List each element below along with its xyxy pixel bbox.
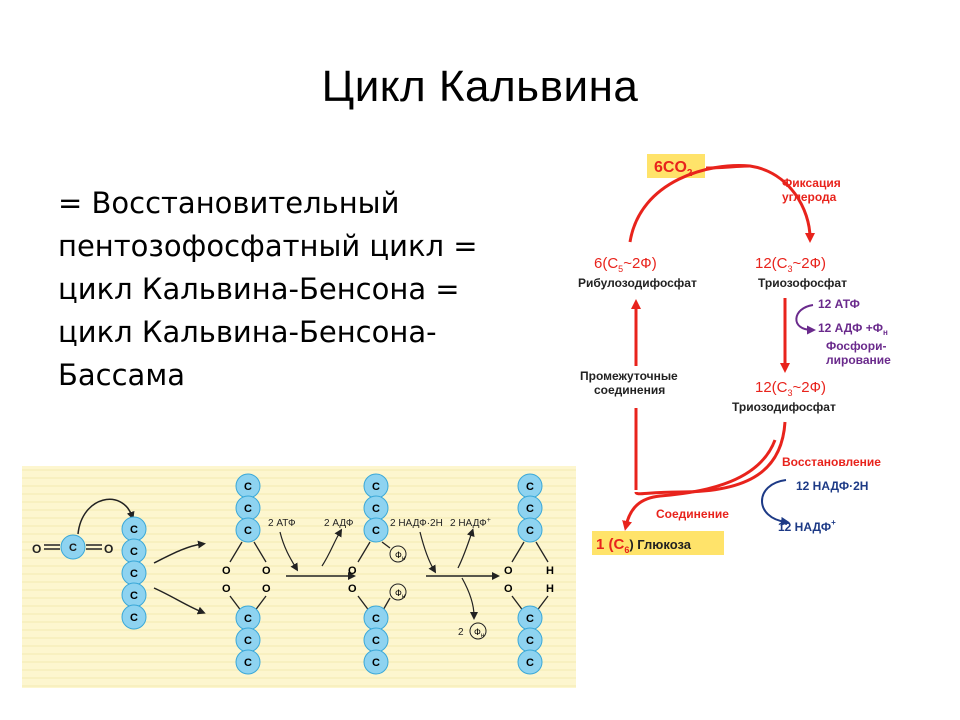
nadp-label: 2 НАДФ+ [450, 517, 491, 529]
nadph-label: 2 НАДФ·2Н [390, 518, 443, 529]
svg-text:С: С [372, 657, 380, 669]
reduction-arc [634, 421, 787, 496]
nadph-arrow [419, 531, 437, 574]
fixation-label: Фиксация [782, 176, 841, 190]
svg-text:О: О [222, 583, 231, 595]
released-phosphate-icon: Фн [474, 627, 484, 639]
svg-text:С: С [526, 657, 534, 669]
triose-diphosphate-name: Триозодифосфат [732, 400, 836, 414]
svg-text:С: С [372, 635, 380, 647]
split-arrow-up [153, 540, 206, 564]
svg-text:С: С [130, 612, 138, 624]
synonym-line: = Восстановительный [58, 186, 400, 220]
ribulose-formula: 6(С5~2Ф) [594, 255, 657, 274]
nadp-arrow [457, 528, 475, 569]
bpg-upper: С С С О Фн [348, 473, 407, 577]
svg-text:С: С [130, 568, 138, 580]
phosphate-icon: Фн [395, 588, 405, 600]
glucose-box [592, 531, 724, 555]
pga-upper: С С С О О [222, 473, 271, 577]
adp-label: 2 АДФ [324, 518, 354, 529]
svg-text:С: С [244, 613, 252, 625]
svg-text:С: С [130, 524, 138, 536]
svg-text:О: О [348, 583, 357, 595]
adp-label: 12 АДФ +Фн [818, 321, 888, 337]
carbon-fixation-molecules: О С О С С С С С С С С О О О О [22, 466, 576, 688]
svg-text:С: С [526, 481, 534, 493]
svg-text:С: С [130, 590, 138, 602]
svg-text:С: С [244, 657, 252, 669]
nadph-loop-arrow [761, 479, 790, 526]
glucose-label: 1 (С6) Глюкоза [596, 536, 692, 555]
synonyms-text: = Восстановительный пентозофосфатный цик… [58, 182, 558, 397]
svg-text:С: С [130, 546, 138, 558]
svg-text:С: С [526, 613, 534, 625]
fixation-label-2: углерода [782, 190, 837, 204]
oxygen-atom: О [32, 542, 41, 556]
ribulose-chain: С С С С С [121, 516, 147, 630]
triose-name: Триозофосфат [758, 276, 847, 290]
phosphate-count: 2 [458, 627, 464, 638]
svg-text:О: О [262, 565, 271, 577]
co2-join-arrow [705, 164, 751, 170]
svg-text:С: С [372, 525, 380, 537]
svg-text:С: С [372, 503, 380, 515]
atp-label: 12 АТФ [818, 297, 860, 311]
svg-text:О: О [504, 583, 513, 595]
svg-text:С: С [244, 525, 252, 537]
intermediates-label: Промежуточные [580, 369, 678, 383]
svg-text:С: С [69, 542, 77, 554]
synonym-line: цикл Кальвина-Бенсона- [58, 315, 437, 349]
synonym-line: цикл Кальвина-Бенсона = [58, 272, 460, 306]
svg-text:С: С [372, 481, 380, 493]
svg-text:О: О [222, 565, 231, 577]
atp-loop-arrow [795, 304, 816, 335]
fixation-arrow [77, 498, 135, 535]
svg-text:Н: Н [546, 565, 554, 577]
svg-text:С: С [526, 635, 534, 647]
phosphate-release-arrow [461, 577, 478, 620]
svg-text:О: О [504, 565, 513, 577]
atp-arrow [279, 531, 299, 572]
carbon-atom: С [60, 534, 86, 560]
glucose-arrow [622, 439, 777, 531]
split-arrow-down [153, 587, 206, 615]
adp-arrow [321, 528, 343, 567]
synonym-line: пентозофосфатный цикл = [58, 229, 478, 263]
g3p-lower: О Н С С С [504, 583, 554, 675]
phosphorylation-label-2: лирование [826, 353, 891, 367]
svg-text:Н: Н [546, 583, 554, 595]
molecule-background [22, 466, 576, 688]
synonym-line: Бассама [58, 358, 185, 392]
intermediates-label-2: соединения [594, 383, 665, 397]
atp-label: 2 АТФ [268, 518, 296, 529]
calvin-cycle-diagram: 6CO2 Фиксация углерода 6(С5~2Ф) Рибулозо… [578, 154, 891, 555]
svg-text:С: С [244, 635, 252, 647]
svg-text:О: О [262, 583, 271, 595]
svg-text:С: С [372, 613, 380, 625]
ribulose-name: Рибулозодифосфат [578, 276, 697, 290]
svg-text:С: С [526, 503, 534, 515]
reduction-label: Восстановление [782, 455, 881, 469]
bpg-lower: О Фн С С С [348, 583, 407, 675]
nadp-label: 12 НАДФ+ [778, 518, 836, 534]
svg-text:С: С [526, 525, 534, 537]
phosphorylation-label: Фосфори- [826, 339, 886, 353]
phosphate-icon: Фн [395, 550, 405, 562]
triose-formula: 12(С3~2Ф) [755, 255, 826, 274]
oxygen-atom: О [104, 542, 113, 556]
svg-text:С: С [244, 503, 252, 515]
connection-label: Соединение [656, 507, 729, 521]
nadph-label: 12 НАДФ·2Н [796, 479, 868, 493]
g3p-upper: С С С О Н [504, 473, 554, 577]
svg-text:О: О [348, 565, 357, 577]
pga-lower: О О С С С [222, 583, 271, 675]
svg-text:С: С [244, 481, 252, 493]
triose-diphosphate-formula: 12(С3~2Ф) [755, 379, 826, 398]
slide-title: Цикл Кальвина [321, 62, 639, 111]
